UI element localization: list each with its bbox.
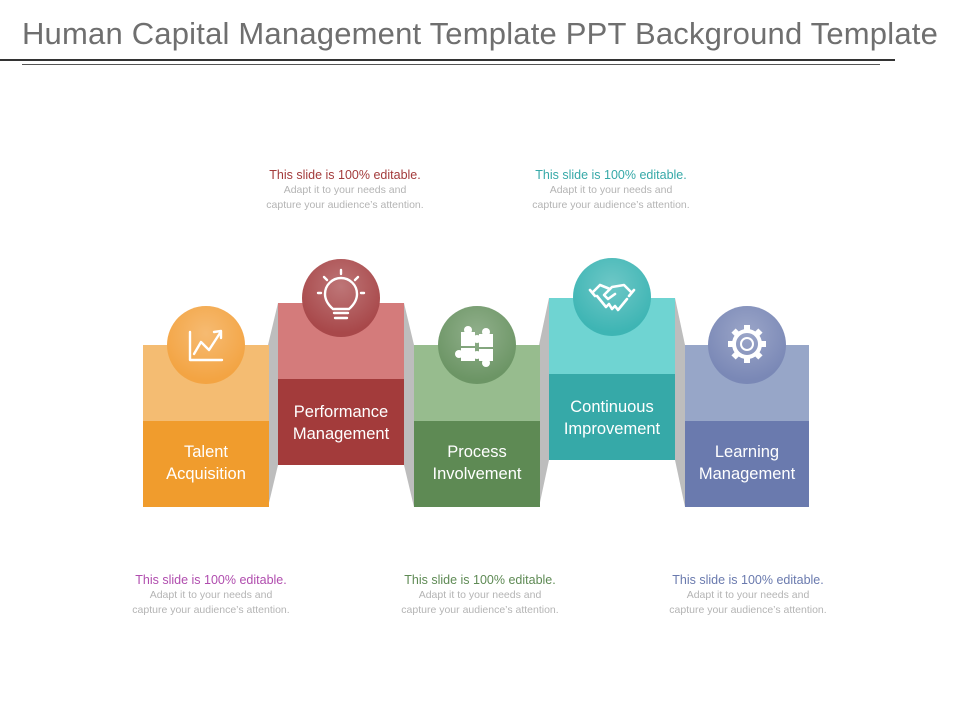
- step-4-label-line-1: Continuous: [570, 398, 654, 416]
- step-1-label-line-1: Talent: [183, 443, 229, 461]
- puzzle-icon: [455, 326, 493, 367]
- note-3-body-line-2: capture your audience’s attention.: [132, 604, 290, 616]
- step-process-involvement: [414, 306, 540, 507]
- step-talent-acquisition: [143, 306, 269, 507]
- step-5-bottom: [685, 421, 809, 507]
- step-5-label: Learning Management: [685, 441, 809, 485]
- step-5-label-line-1: Learning: [714, 443, 780, 461]
- step-4-bottom: [549, 374, 675, 460]
- connector-4: [675, 298, 685, 507]
- title-underline: [0, 59, 895, 61]
- note-learning: This slide is 100% editable. Adapt it to…: [638, 573, 858, 618]
- step-4-label: Continuous Improvement: [549, 396, 675, 440]
- note-5-heading: This slide is 100% editable.: [672, 573, 824, 587]
- note-4-body-line-2: capture your audience’s attention.: [401, 604, 559, 616]
- note-1-heading: This slide is 100% editable.: [269, 168, 421, 182]
- step-2-label-line-2: Management: [292, 425, 390, 443]
- step-2-bottom: [278, 379, 404, 465]
- note-1-body-line-1: Adapt it to your needs and: [283, 184, 407, 196]
- step-1-label: Talent Acquisition: [143, 441, 269, 485]
- step-3-label: Process Involvement: [414, 441, 540, 485]
- step-1-label-line-2: Acquisition: [166, 465, 246, 483]
- note-performance: This slide is 100% editable. Adapt it to…: [235, 168, 455, 213]
- handshake-icon: [588, 283, 636, 312]
- gear-icon: [728, 325, 766, 363]
- connector-3: [539, 298, 549, 507]
- note-continuous: This slide is 100% editable. Adapt it to…: [501, 168, 721, 213]
- chart-growth-icon: [188, 329, 224, 362]
- step-3-bottom: [414, 421, 540, 507]
- note-2-body-line-2: capture your audience’s attention.: [532, 199, 690, 211]
- note-talent: This slide is 100% editable. Adapt it to…: [101, 573, 321, 618]
- note-4-heading: This slide is 100% editable.: [404, 573, 556, 587]
- note-4-body-line-1: Adapt it to your needs and: [418, 589, 542, 601]
- step-2-label-line-1: Performance: [293, 403, 389, 421]
- note-process: This slide is 100% editable. Adapt it to…: [370, 573, 590, 618]
- step-1-bottom: [143, 421, 269, 507]
- step-4-label-line-2: Improvement: [563, 420, 661, 438]
- note-2-heading: This slide is 100% editable.: [535, 168, 687, 182]
- step-5-label-line-2: Management: [698, 465, 796, 483]
- note-3-body-line-1: Adapt it to your needs and: [149, 589, 273, 601]
- step-3-label-line-1: Process: [447, 443, 507, 461]
- step-learning-management: [685, 306, 809, 507]
- note-5-body-line-1: Adapt it to your needs and: [686, 589, 810, 601]
- connector-1: [268, 303, 278, 507]
- note-2-body-line-1: Adapt it to your needs and: [549, 184, 673, 196]
- note-3-heading: This slide is 100% editable.: [135, 573, 287, 587]
- title-underline-thin: [22, 64, 880, 65]
- connector-2: [404, 303, 414, 507]
- step-performance-management: [278, 259, 404, 465]
- step-3-label-line-2: Involvement: [432, 465, 522, 483]
- lightbulb-icon: [316, 268, 366, 320]
- note-1-body-line-2: capture your audience’s attention.: [266, 199, 424, 211]
- step-continuous-improvement: [549, 258, 675, 460]
- step-2-label: Performance Management: [278, 401, 404, 445]
- slide-title: Human Capital Management Template PPT Ba…: [21, 16, 939, 51]
- note-5-body-line-2: capture your audience’s attention.: [669, 604, 827, 616]
